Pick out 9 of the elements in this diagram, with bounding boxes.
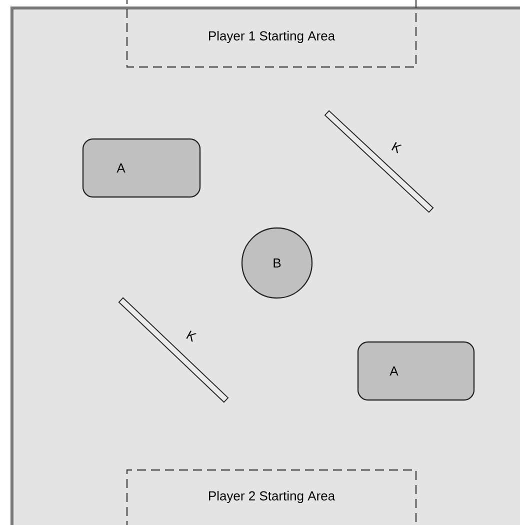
obstacle-block: A xyxy=(82,138,201,198)
wall-bar xyxy=(118,297,229,403)
wall-bar xyxy=(324,110,434,213)
wall-label: K xyxy=(186,330,197,342)
circle-obstacle: B xyxy=(241,227,313,299)
wall-label: K xyxy=(392,142,402,154)
starting-area: Player 2 Starting Area xyxy=(126,469,417,525)
obstacle-block: A xyxy=(357,341,475,401)
starting-area: Player 1 Starting Area xyxy=(126,0,417,68)
